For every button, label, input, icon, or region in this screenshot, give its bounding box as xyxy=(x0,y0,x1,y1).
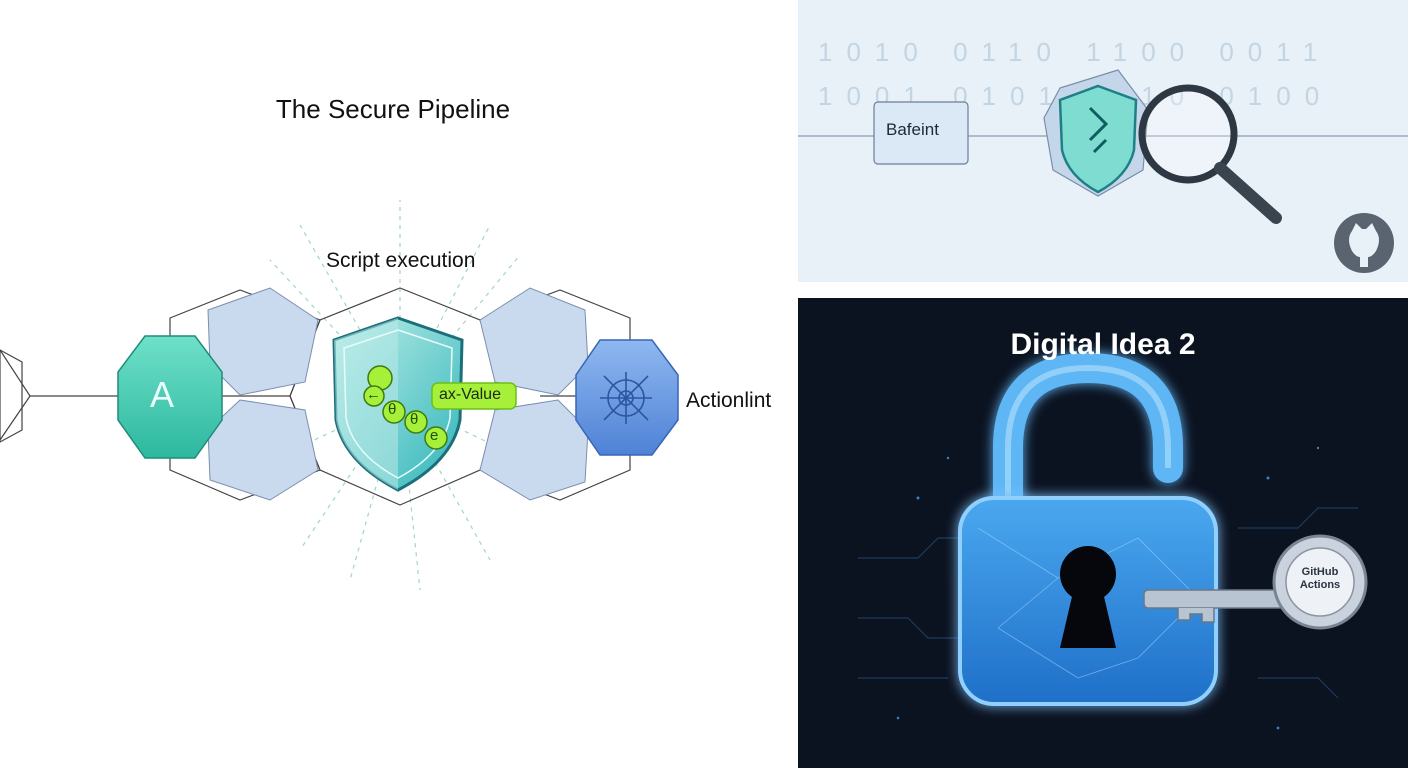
pipeline-diagram xyxy=(0,200,679,591)
script-execution-label: Script execution xyxy=(326,249,476,272)
sparkle-dots xyxy=(896,446,1320,730)
inspection-panel: 1010 0110 1100 0011 1001 0101 1110 0100 … xyxy=(798,0,1408,282)
keyhole-icon xyxy=(1060,546,1116,648)
shield-check-icon xyxy=(1058,84,1138,194)
lock-panel: Digital Idea 2 GitHub Actions xyxy=(798,298,1408,768)
inspection-illustration xyxy=(798,69,1408,273)
glyph-3: e xyxy=(430,427,439,444)
circuit-traces xyxy=(858,507,1358,699)
magnifier-icon xyxy=(1138,84,1282,224)
gear-icon xyxy=(600,372,652,424)
teal-node[interactable] xyxy=(117,335,223,459)
key-icon xyxy=(1143,534,1368,630)
value-tag-label: ax-Value xyxy=(439,386,501,403)
key-badge-line2: Actions xyxy=(1299,579,1341,591)
actionlint-node[interactable] xyxy=(575,339,679,456)
key-badge-line1: GitHub xyxy=(1301,566,1339,578)
lock-panel-title: Digital Idea 2 xyxy=(1010,328,1196,361)
blue-hex-cells xyxy=(207,287,589,501)
inspection-box-label: Bafeint xyxy=(886,120,939,139)
value-tag xyxy=(431,382,517,410)
actionlint-label: Actionlint xyxy=(686,389,772,412)
panel-divider xyxy=(798,282,1408,298)
lock-illustration xyxy=(858,352,1368,730)
glyph-1: θ xyxy=(388,401,397,418)
lock-shackle xyxy=(993,352,1183,513)
arrow-left-icon: ← xyxy=(366,386,381,403)
github-icon xyxy=(1334,213,1394,273)
script-glyphs xyxy=(363,365,448,450)
pipeline-panel: The Secure Pipeline Script execution Act… xyxy=(0,94,772,591)
pipeline-title: The Secure Pipeline xyxy=(275,94,511,124)
glyph-2: θ xyxy=(410,411,419,428)
node-letter-icon: A xyxy=(150,374,175,415)
